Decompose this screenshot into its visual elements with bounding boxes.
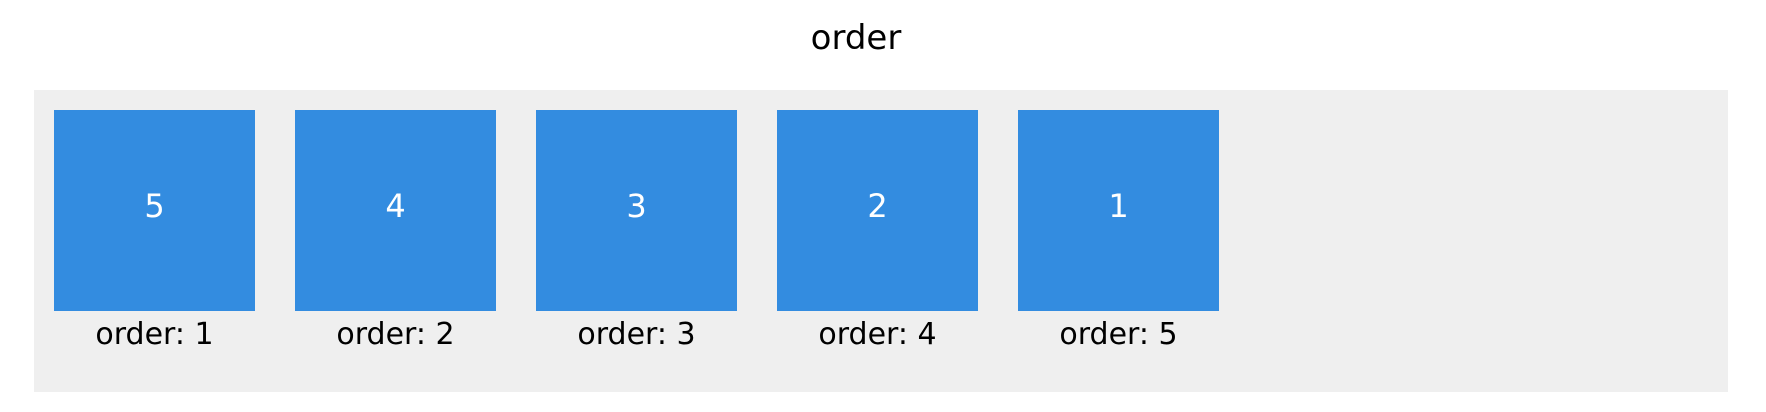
item-box: 3 (536, 110, 737, 311)
flex-item-2: 4 order: 2 (295, 110, 496, 353)
flex-item-3: 3 order: 3 (536, 110, 737, 353)
diagram-title: order (810, 18, 902, 58)
flex-item-5: 1 order: 5 (1018, 110, 1219, 353)
flex-container: 5 order: 1 4 order: 2 3 order: 3 2 order… (34, 90, 1728, 392)
item-order-label: order: 3 (577, 317, 696, 352)
item-order-label: order: 4 (818, 317, 937, 352)
item-number: 2 (867, 186, 888, 225)
item-order-label: order: 1 (95, 317, 214, 352)
item-number: 5 (144, 186, 165, 225)
item-order-label: order: 5 (1059, 317, 1178, 352)
item-box: 2 (777, 110, 978, 311)
item-box: 5 (54, 110, 255, 311)
item-number: 4 (385, 186, 406, 225)
flex-item-1: 5 order: 1 (54, 110, 255, 353)
item-number: 3 (626, 186, 647, 225)
item-box: 4 (295, 110, 496, 311)
item-box: 1 (1018, 110, 1219, 311)
item-order-label: order: 2 (336, 317, 455, 352)
flex-item-4: 2 order: 4 (777, 110, 978, 353)
item-number: 1 (1108, 186, 1129, 225)
